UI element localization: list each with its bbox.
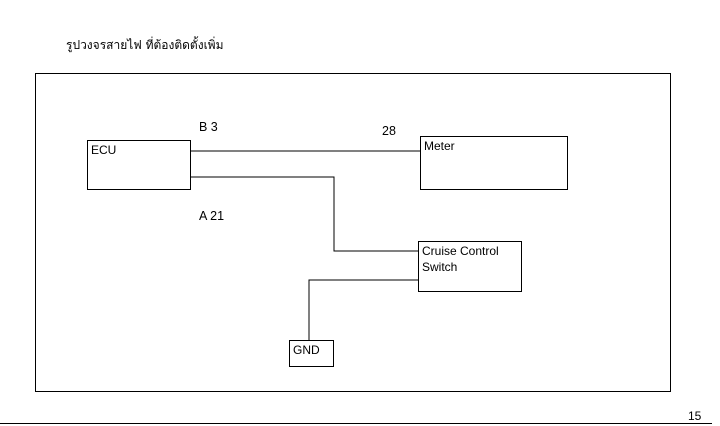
pin-label-a21: A 21 [199,209,225,223]
page-number: 15 [688,409,702,423]
ecu-label: ECU [91,143,117,157]
pin-label-28: 28 [382,124,396,138]
meter-block: Meter [420,136,568,190]
cruise-control-switch-label-line1: Cruise Control [422,244,499,258]
cruise-control-switch-block: Cruise Control Switch [418,241,522,292]
pin-label-b3: B 3 [199,120,218,134]
diagram-frame [35,73,671,392]
cruise-control-switch-label-line2: Switch [422,260,458,274]
ecu-block: ECU [87,140,191,190]
gnd-block: GND [289,340,334,367]
gnd-label: GND [293,343,320,357]
wire-ecu-a21-to-cruise-switch [190,176,418,252]
wire-cruise-switch-to-gnd [308,279,418,340]
page-title: รูปวงจรสายไฟ ที่ต้องติดตั้งเพิ่ม [66,38,224,52]
bottom-divider [0,423,712,424]
meter-label: Meter [424,139,455,153]
